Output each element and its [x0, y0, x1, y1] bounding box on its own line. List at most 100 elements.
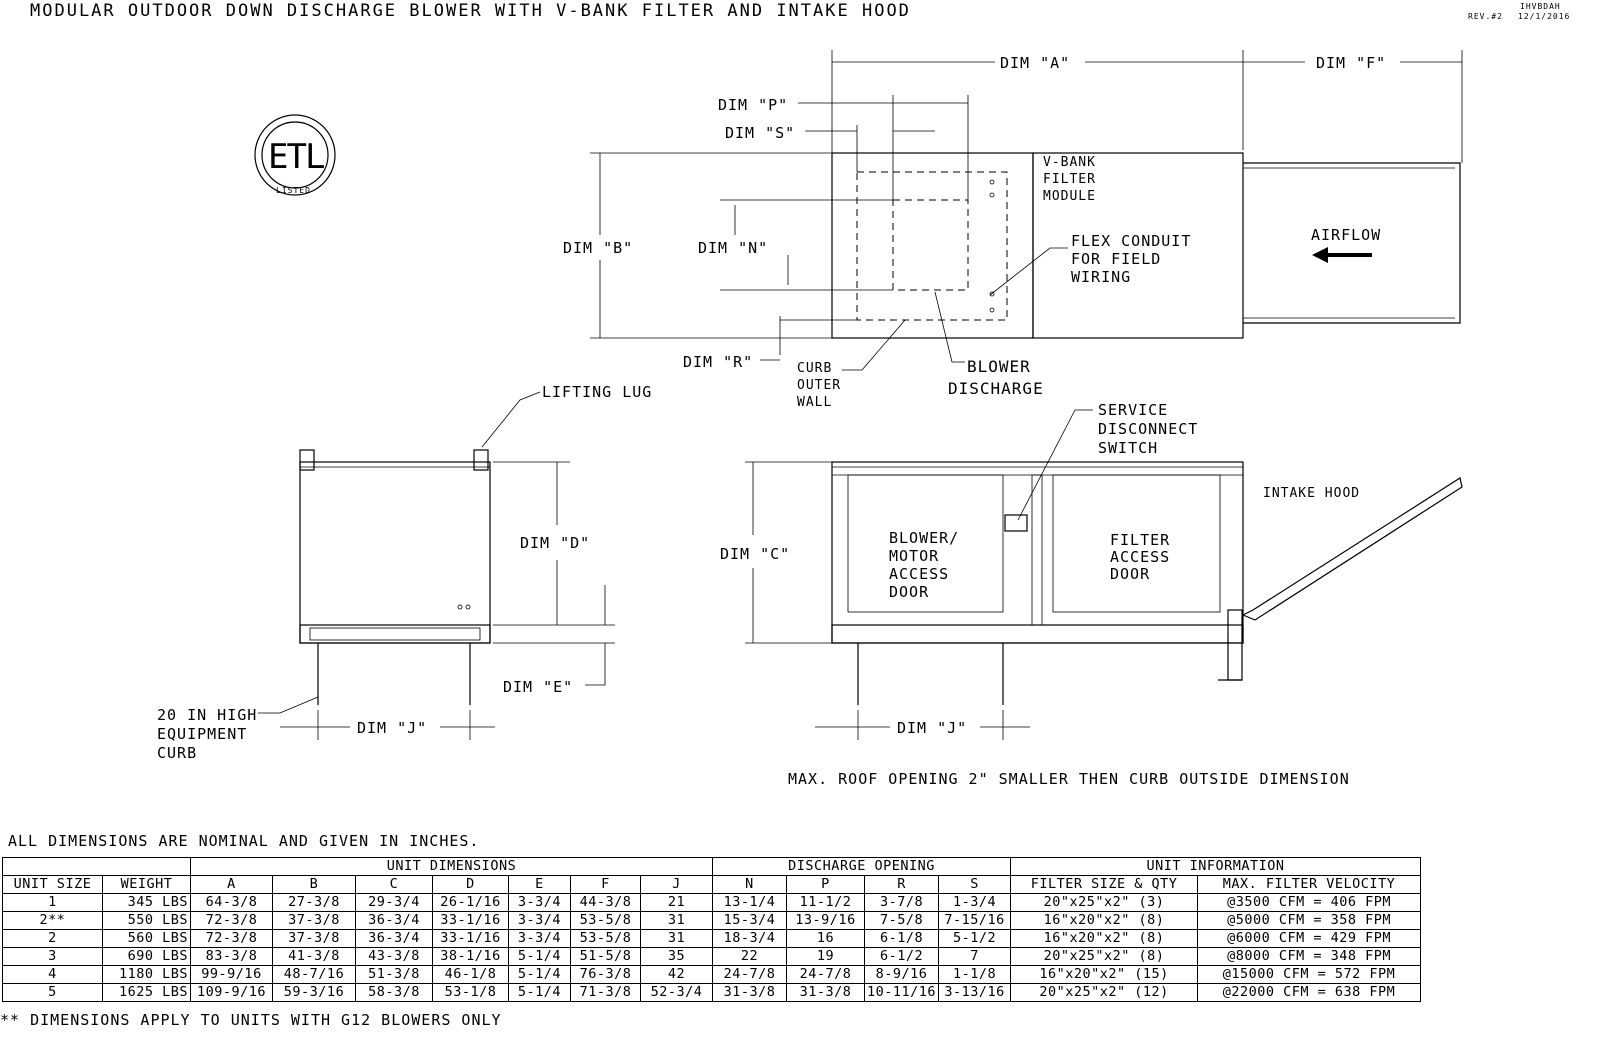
table-cell: 42 — [640, 965, 713, 984]
table-cell: 33-1/16 — [432, 911, 509, 930]
table-cell: 3-7/8 — [863, 893, 940, 912]
table-cell: 44-3/8 — [570, 893, 641, 912]
column-header: FILTER SIZE & QTY — [1010, 875, 1199, 894]
table-cell: 16 — [786, 929, 865, 948]
table-cell: 38-1/16 — [432, 947, 509, 966]
column-header: B — [272, 875, 356, 894]
table-cell: 6-1/8 — [863, 929, 940, 948]
table-cell: 3 — [2, 947, 103, 966]
table-cell: 64-3/8 — [190, 893, 273, 912]
column-header: N — [712, 875, 787, 894]
svg-text:LISTED: LISTED — [276, 186, 311, 195]
table-cell: 560 LBS — [102, 929, 191, 948]
table-cell: 1180 LBS — [102, 965, 191, 984]
column-header: P — [786, 875, 865, 894]
table-cell: 11-1/2 — [786, 893, 865, 912]
drawing-title: MODULAR OUTDOOR DOWN DISCHARGE BLOWER WI… — [30, 1, 911, 21]
curb-label: CURB — [157, 744, 197, 762]
table-cell: 13-9/16 — [786, 911, 865, 930]
dim-d-label: DIM "D" — [520, 534, 590, 552]
table-cell: 16"x20"x2" (8) — [1010, 911, 1199, 930]
group-header: DISCHARGE OPENING — [711, 857, 1012, 876]
table-cell: 33-1/16 — [432, 929, 509, 948]
roof-opening-note: MAX. ROOF OPENING 2" SMALLER THEN CURB O… — [788, 770, 1350, 788]
top-view — [590, 50, 1463, 371]
svg-text:ETL: ETL — [268, 137, 324, 177]
table-cell: 43-3/8 — [355, 947, 433, 966]
table-cell: @8000 CFM = 348 FPM — [1197, 947, 1422, 966]
table-cell: 690 LBS — [102, 947, 191, 966]
blower-door-label: BLOWER/ — [889, 529, 959, 547]
table-cell: 24-7/8 — [786, 965, 865, 984]
dim-a-label: DIM "A" — [1000, 54, 1070, 72]
dim-p-label: DIM "P" — [718, 96, 788, 114]
table-cell: 37-3/8 — [272, 929, 356, 948]
service-switch-label: SERVICE — [1098, 401, 1168, 419]
service-switch-label: DISCONNECT — [1098, 420, 1198, 438]
blank-header-cell — [2, 857, 191, 876]
table-cell: 20"x25"x2" (8) — [1010, 947, 1199, 966]
table-cell: 51-3/8 — [355, 965, 433, 984]
table-cell: 83-3/8 — [190, 947, 273, 966]
table-cell: 13-1/4 — [712, 893, 787, 912]
table-cell: 5 — [2, 983, 103, 1002]
dim-r-label: DIM "R" — [683, 353, 753, 371]
table-cell: @5000 CFM = 358 FPM — [1197, 911, 1422, 930]
table-cell: 18-3/4 — [712, 929, 787, 948]
table-cell: 59-3/16 — [272, 983, 356, 1002]
table-cell: 26-1/16 — [432, 893, 509, 912]
table-cell: 51-5/8 — [570, 947, 641, 966]
airflow-arrow-icon — [1312, 247, 1328, 263]
airflow-label: AIRFLOW — [1311, 226, 1381, 244]
table-cell: 72-3/8 — [190, 929, 273, 948]
table-cell: 35 — [640, 947, 713, 966]
vbank-label: V-BANK — [1043, 155, 1096, 170]
table-cell: 6-1/2 — [863, 947, 940, 966]
table-cell: @22000 CFM = 638 FPM — [1197, 983, 1422, 1002]
dim-n-label: DIM "N" — [698, 239, 768, 257]
dim-j-label: DIM "J" — [357, 719, 427, 737]
table-cell: 3-3/4 — [508, 929, 571, 948]
vbank-label: MODULE — [1043, 189, 1096, 204]
table-cell: 7-15/16 — [938, 911, 1012, 930]
table-cell: 3-3/4 — [508, 911, 571, 930]
table-cell: 53-5/8 — [570, 911, 641, 930]
table-cell: 1-3/4 — [938, 893, 1012, 912]
table-cell: 21 — [640, 893, 713, 912]
table-cell: 36-3/4 — [355, 911, 433, 930]
table-cell: 5-1/4 — [508, 983, 571, 1002]
intake-hood-label: INTAKE HOOD — [1263, 486, 1360, 501]
table-cell: 58-3/8 — [355, 983, 433, 1002]
blower-door-label: DOOR — [889, 583, 929, 601]
table-note: ALL DIMENSIONS ARE NOMINAL AND GIVEN IN … — [8, 832, 480, 850]
table-cell: 24-7/8 — [712, 965, 787, 984]
table-cell: 16"x20"x2" (15) — [1010, 965, 1199, 984]
table-cell: 10-11/16 — [863, 983, 940, 1002]
curb-outer-wall-label: WALL — [797, 395, 832, 410]
table-cell: @15000 CFM = 572 FPM — [1197, 965, 1422, 984]
table-cell: 3-13/16 — [938, 983, 1012, 1002]
table-cell: 22 — [712, 947, 787, 966]
flex-conduit-label: FLEX CONDUIT — [1071, 232, 1191, 250]
table-cell: 31 — [640, 929, 713, 948]
blower-discharge-label: BLOWER — [967, 357, 1031, 376]
drawing-id: IHVBDAH — [1520, 2, 1561, 11]
filter-door-label: DOOR — [1110, 565, 1150, 583]
revision: REV.#2 — [1468, 12, 1503, 21]
dim-e-label: DIM "E" — [503, 678, 573, 696]
etl-listed-logo: ETL LISTED — [254, 114, 336, 196]
table-cell: 72-3/8 — [190, 911, 273, 930]
dim-c-label: DIM "C" — [720, 545, 790, 563]
table-cell: @3500 CFM = 406 FPM — [1197, 893, 1422, 912]
service-switch-label: SWITCH — [1098, 439, 1158, 457]
table-cell: 550 LBS — [102, 911, 191, 930]
filter-door-label: FILTER — [1110, 531, 1170, 549]
table-cell: 16"x20"x2" (8) — [1010, 929, 1199, 948]
table-cell: 1 — [2, 893, 103, 912]
table-cell: 7-5/8 — [863, 911, 940, 930]
